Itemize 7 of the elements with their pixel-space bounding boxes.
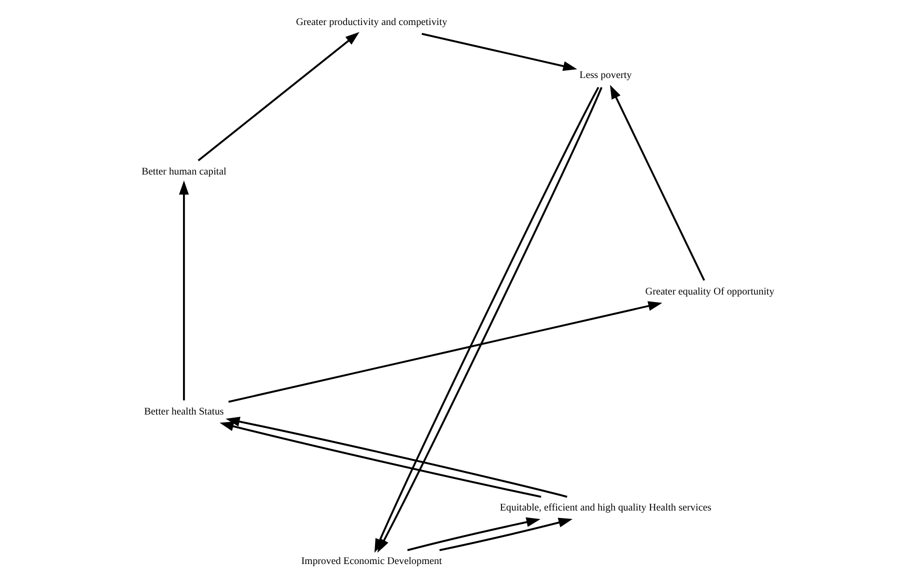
node-text: Greater productivity and competivity	[296, 16, 447, 28]
node-text: Better health Status	[144, 406, 224, 418]
node-text: Less poverty	[579, 70, 632, 82]
node-text: Equitable, efficient and high quality Health services	[499, 502, 711, 514]
node-text: Better human capital	[141, 166, 226, 178]
node-text: Greater equality Of opportunity	[644, 286, 774, 298]
node-text: Improved Economic Development	[300, 556, 442, 568]
